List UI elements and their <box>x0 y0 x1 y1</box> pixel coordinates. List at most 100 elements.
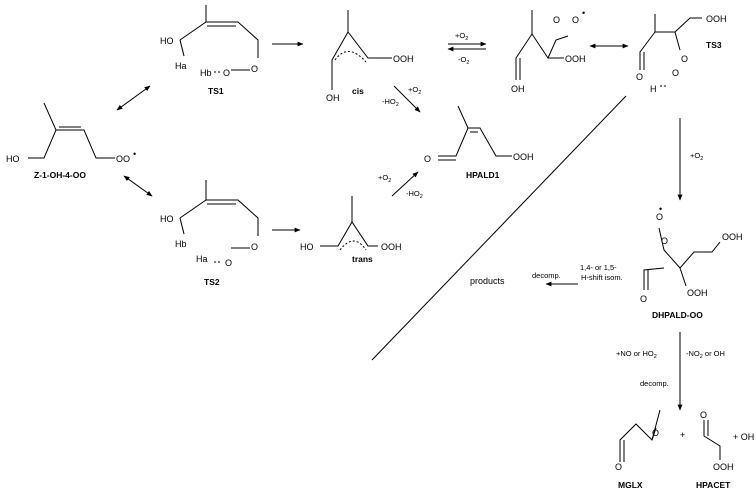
ts2-hb: Hb <box>175 239 187 249</box>
cis-hpald1-arrow <box>393 85 421 113</box>
svg-text:-O2: -O2 <box>458 55 469 66</box>
decomp-label-2: decomp. <box>640 379 669 388</box>
svg-text:+O2: +O2 <box>690 151 703 162</box>
dhpald-o2: O <box>661 236 668 246</box>
z14-radical: • <box>133 149 136 159</box>
mglx-o1: O <box>615 462 622 472</box>
peroxy-ooh: OOH <box>565 54 586 64</box>
o2-reverse-label: -O <box>458 55 466 64</box>
ts3-o2-label: +O <box>690 151 700 160</box>
cis-o2-label: +O <box>408 85 418 94</box>
z14-ho: HO <box>6 154 20 164</box>
plus-sign: + <box>680 430 685 440</box>
trans-ooh: OOH <box>381 242 402 252</box>
cis-ho2-label: -HO <box>382 97 396 106</box>
trans-ho: HO <box>300 242 314 252</box>
hshift-label-2: H-shift isom. <box>581 273 623 282</box>
no-right-tail: or OH <box>703 349 725 358</box>
z14-name: Z-1-OH-4-OO <box>34 170 86 180</box>
hshift-label-1: 1,4- or 1,5- <box>580 263 617 272</box>
trans-label: trans <box>352 254 373 264</box>
dhpald-name: DHPALD-OO <box>652 310 703 320</box>
ts1-ho: HO <box>160 36 174 46</box>
products-label: products <box>470 276 505 286</box>
svg-text:+O2: +O2 <box>378 173 391 184</box>
ts2-ho: HO <box>160 214 174 224</box>
o2-forward-label: +O <box>455 31 465 40</box>
svg-text:-HO2: -HO2 <box>382 97 399 108</box>
trans-structure: HO OOH trans <box>300 196 402 264</box>
no-right-sub: 2 <box>700 354 703 360</box>
peroxy-radical: • <box>582 8 585 18</box>
cis-structure: OH OOH cis <box>326 10 414 103</box>
mglx-name: MGLX <box>618 480 643 490</box>
ts3-ooh: OOH <box>706 14 727 24</box>
ts1-o2: O <box>251 64 258 74</box>
ts2-o2: O <box>251 242 258 252</box>
dhpald-oo-structure: O • O OOH OOH O DHPALD-OO <box>640 204 743 320</box>
hpacet-plus-oh: + OH <box>733 432 754 442</box>
svg-text:+O2: +O2 <box>408 85 421 96</box>
trans-ho2-label: -HO <box>406 189 420 198</box>
cis-o2-sub: 2 <box>418 90 421 96</box>
hpacet-name: HPACET <box>696 480 731 490</box>
ts3-o3: O <box>681 54 688 64</box>
ts1-o1: O <box>223 68 230 78</box>
cis-label: cis <box>352 86 364 96</box>
ts3-structure: OOH O H O O TS3 <box>636 14 727 94</box>
z-1-oh-4-oo-structure: HO OO • Z-1-OH-4-OO <box>6 102 136 180</box>
cis-ho2-sub: 2 <box>396 102 399 108</box>
hpald1-name: HPALD1 <box>466 170 500 180</box>
o2-forward-sub: 2 <box>465 36 468 42</box>
dhpald-o1: O <box>656 212 663 222</box>
ts3-o2: O <box>672 68 679 78</box>
z14-oo: OO <box>116 154 130 164</box>
z14-ts2-arrow <box>123 175 153 197</box>
hpald1-structure: O OOH HPALD1 <box>424 105 534 180</box>
cis-ooh: OOH <box>393 54 414 64</box>
hpald1-o: O <box>424 154 431 164</box>
svg-text:-HO2: -HO2 <box>406 189 423 200</box>
dhpald-ooh2: OOH <box>687 288 708 298</box>
ts2-structure: HO Hb Ha O O TS2 <box>160 180 259 287</box>
ts1-ha: Ha <box>175 61 187 71</box>
hpacet-o: O <box>700 410 707 420</box>
ts1-name: TS1 <box>208 86 224 96</box>
hpacet-ooh: OOH <box>713 462 734 472</box>
svg-text:-NO2 or OH: -NO2 or OH <box>686 349 725 360</box>
svg-text:+O2: +O2 <box>455 31 468 42</box>
peroxy-o1: O <box>553 15 560 25</box>
mglx-structure: O O MGLX <box>615 409 661 490</box>
z14-ts1-arrow <box>116 85 151 111</box>
ts1-hb: Hb <box>200 68 212 78</box>
trans-hpald1-arrow <box>391 171 419 197</box>
no-left-sub: 2 <box>654 354 657 360</box>
o2-reverse-sub: 2 <box>466 60 469 66</box>
ts1-structure: HO Ha Hb O O TS1 <box>160 5 259 96</box>
svg-text:+NO or HO2: +NO or HO2 <box>616 349 657 360</box>
reaction-arrows <box>116 41 683 411</box>
trans-o2-label: +O <box>378 173 388 182</box>
peroxy-o2: O <box>572 15 579 25</box>
ts3-h: H <box>650 84 657 94</box>
ts3-o1: O <box>636 72 643 82</box>
cis-oh: OH <box>326 93 340 103</box>
trans-ho2-sub: 2 <box>420 194 423 200</box>
mglx-o2: O <box>652 428 659 438</box>
ts2-o1: O <box>225 258 232 268</box>
divider-line <box>371 95 627 361</box>
ts2-name: TS2 <box>204 277 220 287</box>
dhpald-ooh1: OOH <box>722 232 743 242</box>
hpacet-structure: O OOH HPACET + OH <box>696 410 754 490</box>
ts3-name: TS3 <box>706 40 722 50</box>
hpald1-ooh: OOH <box>513 152 534 162</box>
peroxy-structure: OH O O • OOH <box>511 8 586 94</box>
peroxy-oh: OH <box>511 84 525 94</box>
decomp-label-1: decomp. <box>532 271 561 280</box>
arrow-labels: +O2 -O2 +O2 -HO2 +O2 -HO2 +O2 decomp. 1,… <box>378 31 725 388</box>
ts2-ha: Ha <box>196 254 208 264</box>
dhpald-radical: • <box>659 204 662 214</box>
ts3-o2-sub: 2 <box>700 156 703 162</box>
no-right-label: -NO <box>686 349 700 358</box>
